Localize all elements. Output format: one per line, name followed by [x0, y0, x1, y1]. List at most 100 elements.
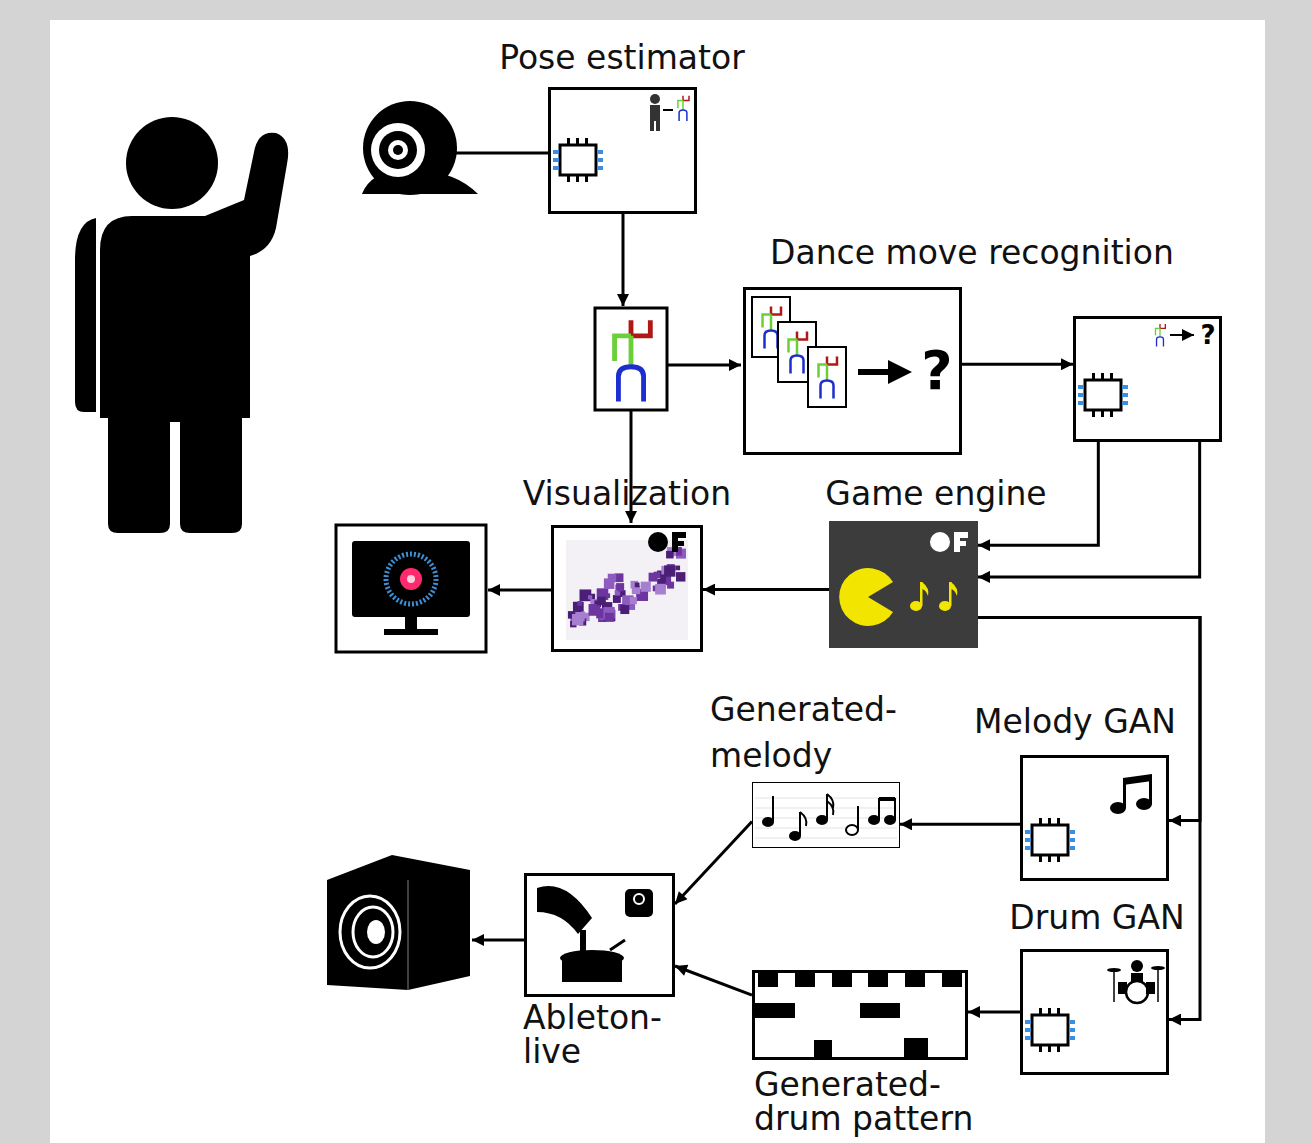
drum-pattern-blocks — [795, 973, 815, 987]
speaker-icon — [327, 855, 470, 990]
person-figure — [100, 133, 288, 533]
label-text: ? — [1200, 322, 1215, 348]
cube-texture — [575, 612, 584, 621]
ai-chip-icons — [1078, 373, 1128, 417]
pose-sequence — [808, 347, 846, 407]
node-heading: Dance move recognition — [770, 234, 1174, 272]
pose-icon — [650, 105, 660, 121]
monitor-icon — [336, 525, 486, 652]
speaker-icon — [367, 920, 385, 944]
flow-arrow — [630, 410, 633, 523]
person-figure — [75, 117, 288, 533]
monitor-icon — [405, 617, 417, 630]
cube-texture — [655, 584, 666, 595]
pose-sequence — [819, 357, 838, 399]
monitor-icon — [400, 568, 422, 590]
cube-texture — [664, 565, 675, 576]
node-heading: Generated- drum pattern — [754, 1068, 989, 1135]
cube-texture — [589, 604, 601, 616]
monitor-icon — [386, 554, 436, 604]
cube-texture — [675, 566, 680, 571]
flow-arrow — [667, 364, 741, 367]
pose-icon — [663, 109, 673, 111]
flow-connector — [900, 823, 1020, 826]
pose-icon — [650, 121, 654, 131]
gan-box: Melody GANAI — [1020, 755, 1169, 881]
skeleton-box — [615, 320, 651, 401]
cube-texture — [580, 589, 592, 601]
cube-texture — [676, 572, 685, 581]
flow-arrow — [488, 589, 551, 592]
label-text: Game engine — [825, 475, 1046, 513]
webcam-icon — [362, 101, 548, 195]
drum-pattern-blocks — [860, 1003, 900, 1018]
drum-kit-icon — [1113, 970, 1115, 1002]
flow-connector — [962, 363, 1073, 366]
sheet-music — [846, 825, 858, 835]
cube-texture — [616, 583, 624, 591]
cube-texture — [666, 551, 674, 559]
flow-connector — [968, 1011, 1020, 1014]
node-heading: Generated- melody — [710, 687, 905, 778]
inner-label: ? — [1200, 322, 1215, 348]
pose-icon — [650, 94, 660, 104]
skeleton-box — [595, 308, 667, 410]
label-text: Generated- melody — [710, 687, 905, 778]
node-heading: Game engine — [825, 475, 1046, 513]
sheet-music — [878, 798, 880, 820]
node-heading: Ableton- live — [523, 1001, 688, 1068]
flow-connector — [675, 966, 752, 995]
pose-sequence — [789, 332, 808, 374]
cube-texture — [573, 602, 584, 613]
webcam-icon — [371, 123, 425, 177]
node-heading: Drum GAN — [1009, 899, 1184, 937]
cube-texture — [577, 601, 582, 606]
speaker-icon — [340, 896, 400, 968]
webcam-icon — [450, 152, 548, 155]
label-text: Pose estimator — [499, 39, 745, 77]
drum-pattern-blocks — [758, 973, 778, 987]
webcam-icon — [388, 140, 408, 160]
drum-kit-icon — [1146, 982, 1155, 994]
visualization-image — [566, 532, 688, 640]
sheet-music — [894, 798, 896, 820]
pose-sequence — [858, 369, 892, 375]
visualization-image — [566, 540, 688, 640]
node-heading: Pose estimator — [499, 39, 745, 77]
webcam-icon — [363, 101, 457, 195]
cube-texture — [641, 582, 651, 592]
skeleton-box — [595, 308, 667, 410]
cube-texture — [605, 613, 614, 622]
drum-kit-icon — [1126, 981, 1148, 1003]
webcam-icon — [393, 145, 403, 155]
monitor-icon — [336, 525, 486, 652]
cube-texture — [649, 573, 658, 582]
flow-arrow — [472, 214, 741, 940]
inner-label: ? — [921, 344, 952, 398]
sheet-music — [857, 806, 859, 830]
drum-pattern-blocks — [868, 973, 888, 987]
flow-connector — [703, 588, 829, 591]
speaker-icon — [407, 880, 409, 990]
sheet-music — [879, 797, 895, 801]
node-heading: Visualization — [523, 475, 731, 513]
cube-texture — [630, 597, 637, 604]
webcam-icon — [379, 131, 417, 169]
node-heading: Melody GAN — [974, 703, 1176, 741]
drum-kit-icon — [1118, 982, 1127, 994]
drum-pattern-blocks — [832, 973, 852, 987]
sheet-music — [755, 838, 897, 839]
gramophone-icon — [625, 889, 653, 917]
flow-connector — [675, 822, 752, 904]
drum-pattern-blocks — [942, 973, 962, 987]
flow-arrow — [472, 939, 524, 942]
label-text: Generated- drum pattern — [754, 1068, 989, 1135]
sheet-music — [755, 828, 897, 829]
sheet-music — [772, 796, 774, 822]
visualization-image — [568, 547, 686, 627]
cube-texture — [665, 580, 670, 585]
ai-chip-icons — [1025, 1008, 1075, 1052]
recognition-icon — [1170, 334, 1194, 336]
person-figure — [75, 218, 96, 412]
